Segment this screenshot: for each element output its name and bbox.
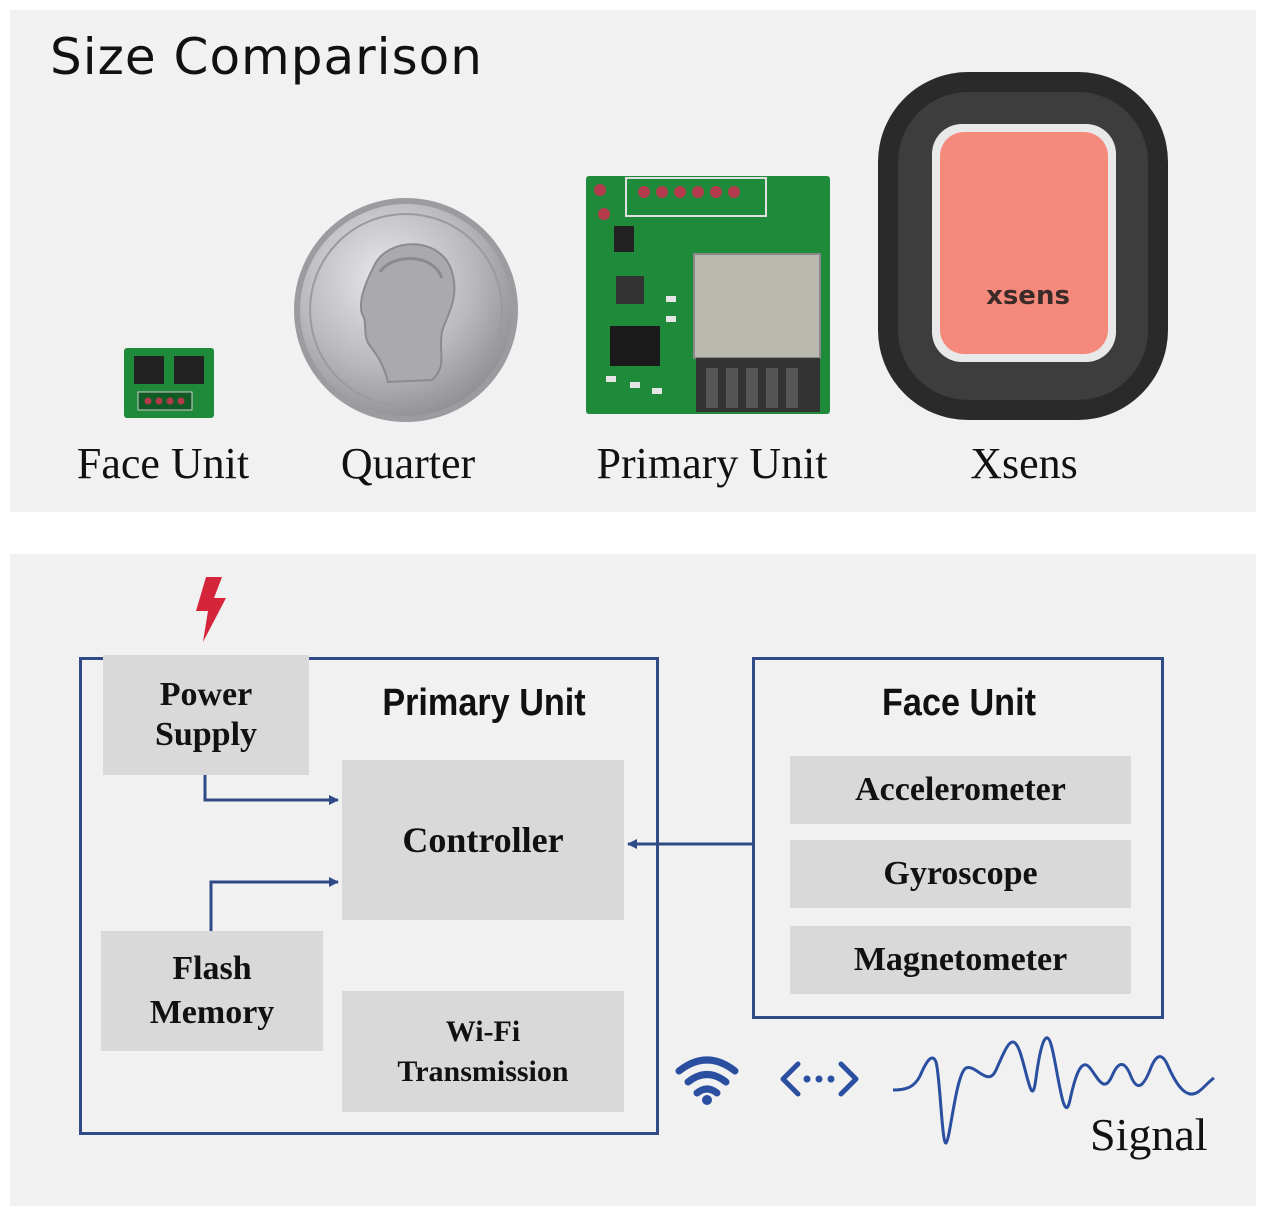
- caption-face-unit: Face Unit: [76, 439, 250, 488]
- face-unit-title: Face Unit: [882, 682, 1036, 724]
- size-comparison-heading: Size Comparison: [50, 28, 483, 86]
- bidirectional-arrow-icon: [780, 1061, 859, 1097]
- caption-primary-unit: Primary Unit: [596, 439, 828, 488]
- signal-wave-icon: [892, 1036, 1215, 1145]
- gyroscope-box: Gyroscope: [790, 840, 1131, 908]
- magnetometer-box: Magnetometer: [790, 926, 1131, 994]
- wifi-transmission-label-line2: Transmission: [397, 1054, 569, 1088]
- controller-label: Controller: [402, 820, 564, 860]
- power-supply-box: Power Supply: [103, 655, 309, 775]
- xsens-logo-text: xsens: [986, 281, 1070, 311]
- wifi-transmission-label-line1: Wi-Fi: [445, 1014, 521, 1048]
- primary-unit-title: Primary Unit: [382, 682, 586, 724]
- flash-memory-label-line2: Memory: [149, 994, 275, 1031]
- accelerometer-label: Accelerometer: [855, 771, 1066, 808]
- flash-memory-label-line1: Flash: [172, 950, 252, 987]
- controller-box: Controller: [342, 760, 624, 920]
- caption-quarter: Quarter: [340, 439, 476, 488]
- caption-xsens: Xsens: [970, 439, 1078, 488]
- flash-memory-box: Flash Memory: [101, 931, 323, 1051]
- primary-unit-frame: [79, 657, 659, 1135]
- power-to-controller-arrow: [203, 775, 339, 805]
- power-supply-label-line2: Supply: [154, 716, 258, 753]
- accelerometer-box: Accelerometer: [790, 756, 1131, 824]
- face-unit-photo: [124, 348, 214, 418]
- xsens-photo: xsens: [878, 72, 1168, 420]
- quarter-photo: [294, 198, 518, 422]
- face-unit-frame: [752, 657, 1164, 1019]
- magnetometer-label: Magnetometer: [853, 941, 1068, 978]
- signal-label: Signal: [1090, 1109, 1208, 1160]
- wifi-icon: [675, 1056, 739, 1097]
- lightning-icon: [196, 577, 226, 642]
- primary-unit-photo: [586, 176, 830, 414]
- wifi-transmission-box: Wi-Fi Transmission: [342, 991, 624, 1112]
- gyroscope-label: Gyroscope: [883, 855, 1038, 892]
- power-supply-label-line1: Power: [159, 676, 253, 713]
- flash-to-controller-arrow: [209, 877, 339, 931]
